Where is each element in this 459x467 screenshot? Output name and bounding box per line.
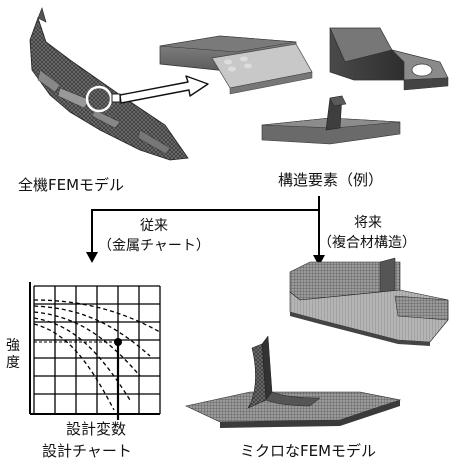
circle-highlight-icon [85,85,113,113]
conventional-label: 従来 [140,218,168,234]
conventional-sub-label: （金属チャート） [98,238,210,254]
aircraft-fem-model [29,7,189,161]
arrow-head-left [86,252,98,263]
micro-fem-model [185,335,402,428]
design-variable-label: 設計変数 [66,420,127,438]
design-chart [29,282,161,420]
future-label: 将来 [354,215,382,231]
split-flow-arrows [91,196,320,256]
future-sub-label: （複合材構造） [318,235,416,251]
micro-fem-label: ミクロなFEMモデル [240,442,377,460]
lug-element [329,27,449,91]
design-chart-label: 設計チャート [42,442,132,460]
structural-elements-label: 構造要素（例） [278,171,384,189]
hollow-arrow-icon [119,75,209,104]
chart-curves [33,299,161,411]
arrow-head-right [313,255,325,266]
strength-axis-label: 強度 [6,338,20,371]
composite-stiffener-model [289,257,449,346]
full-model-label: 全機FEMモデル [18,176,125,194]
plate-element [159,35,313,95]
stiffened-panel-element [261,95,401,145]
chart-grid [33,285,161,415]
design-point-marker [114,338,122,346]
